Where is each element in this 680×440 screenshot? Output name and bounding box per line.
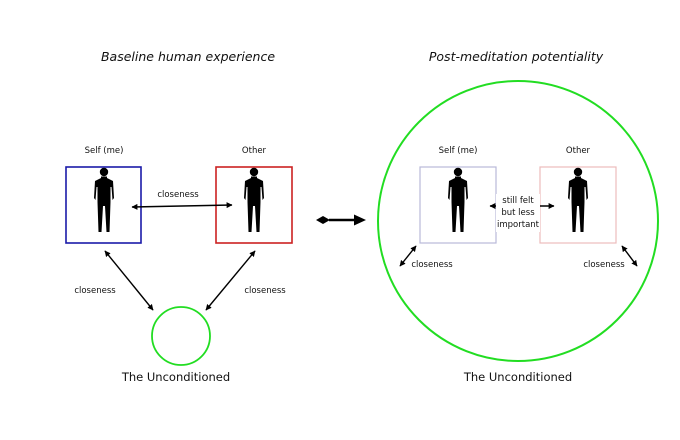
left-panel-title: Baseline human experience — [101, 49, 275, 64]
left-unconditioned-label: The Unconditioned — [121, 370, 230, 384]
left-closeness-top: closeness — [157, 190, 199, 200]
middle-note-line-3: important — [497, 220, 540, 230]
middle-note-bg — [496, 194, 540, 232]
left-self-label: Self (me) — [85, 146, 124, 156]
right-unconditioned-label: The Unconditioned — [463, 370, 572, 384]
transition-arrow — [316, 214, 366, 226]
right-closeness-left: closeness — [411, 260, 453, 270]
right-self-label: Self (me) — [439, 146, 478, 156]
right-unconditioned-circle — [377, 80, 659, 362]
right-closeness-right: closeness — [583, 260, 625, 270]
right-panel-title: Post-meditation potentiality — [429, 49, 604, 64]
other-unconditioned-arrow — [205, 250, 256, 311]
left-closeness-left: closeness — [74, 286, 116, 296]
middle-note-line-2: but less — [501, 208, 535, 218]
other-circle-arrow — [621, 245, 638, 267]
self-other-arrow — [131, 202, 233, 210]
left-unconditioned-circle — [151, 306, 211, 366]
left-closeness-right: closeness — [244, 286, 286, 296]
self-circle-arrow — [399, 245, 417, 267]
right-other-label: Other — [566, 146, 591, 156]
self-unconditioned-arrow — [104, 250, 154, 311]
left-other-label: Other — [242, 146, 267, 156]
middle-note-line-1: still felt — [502, 196, 534, 206]
